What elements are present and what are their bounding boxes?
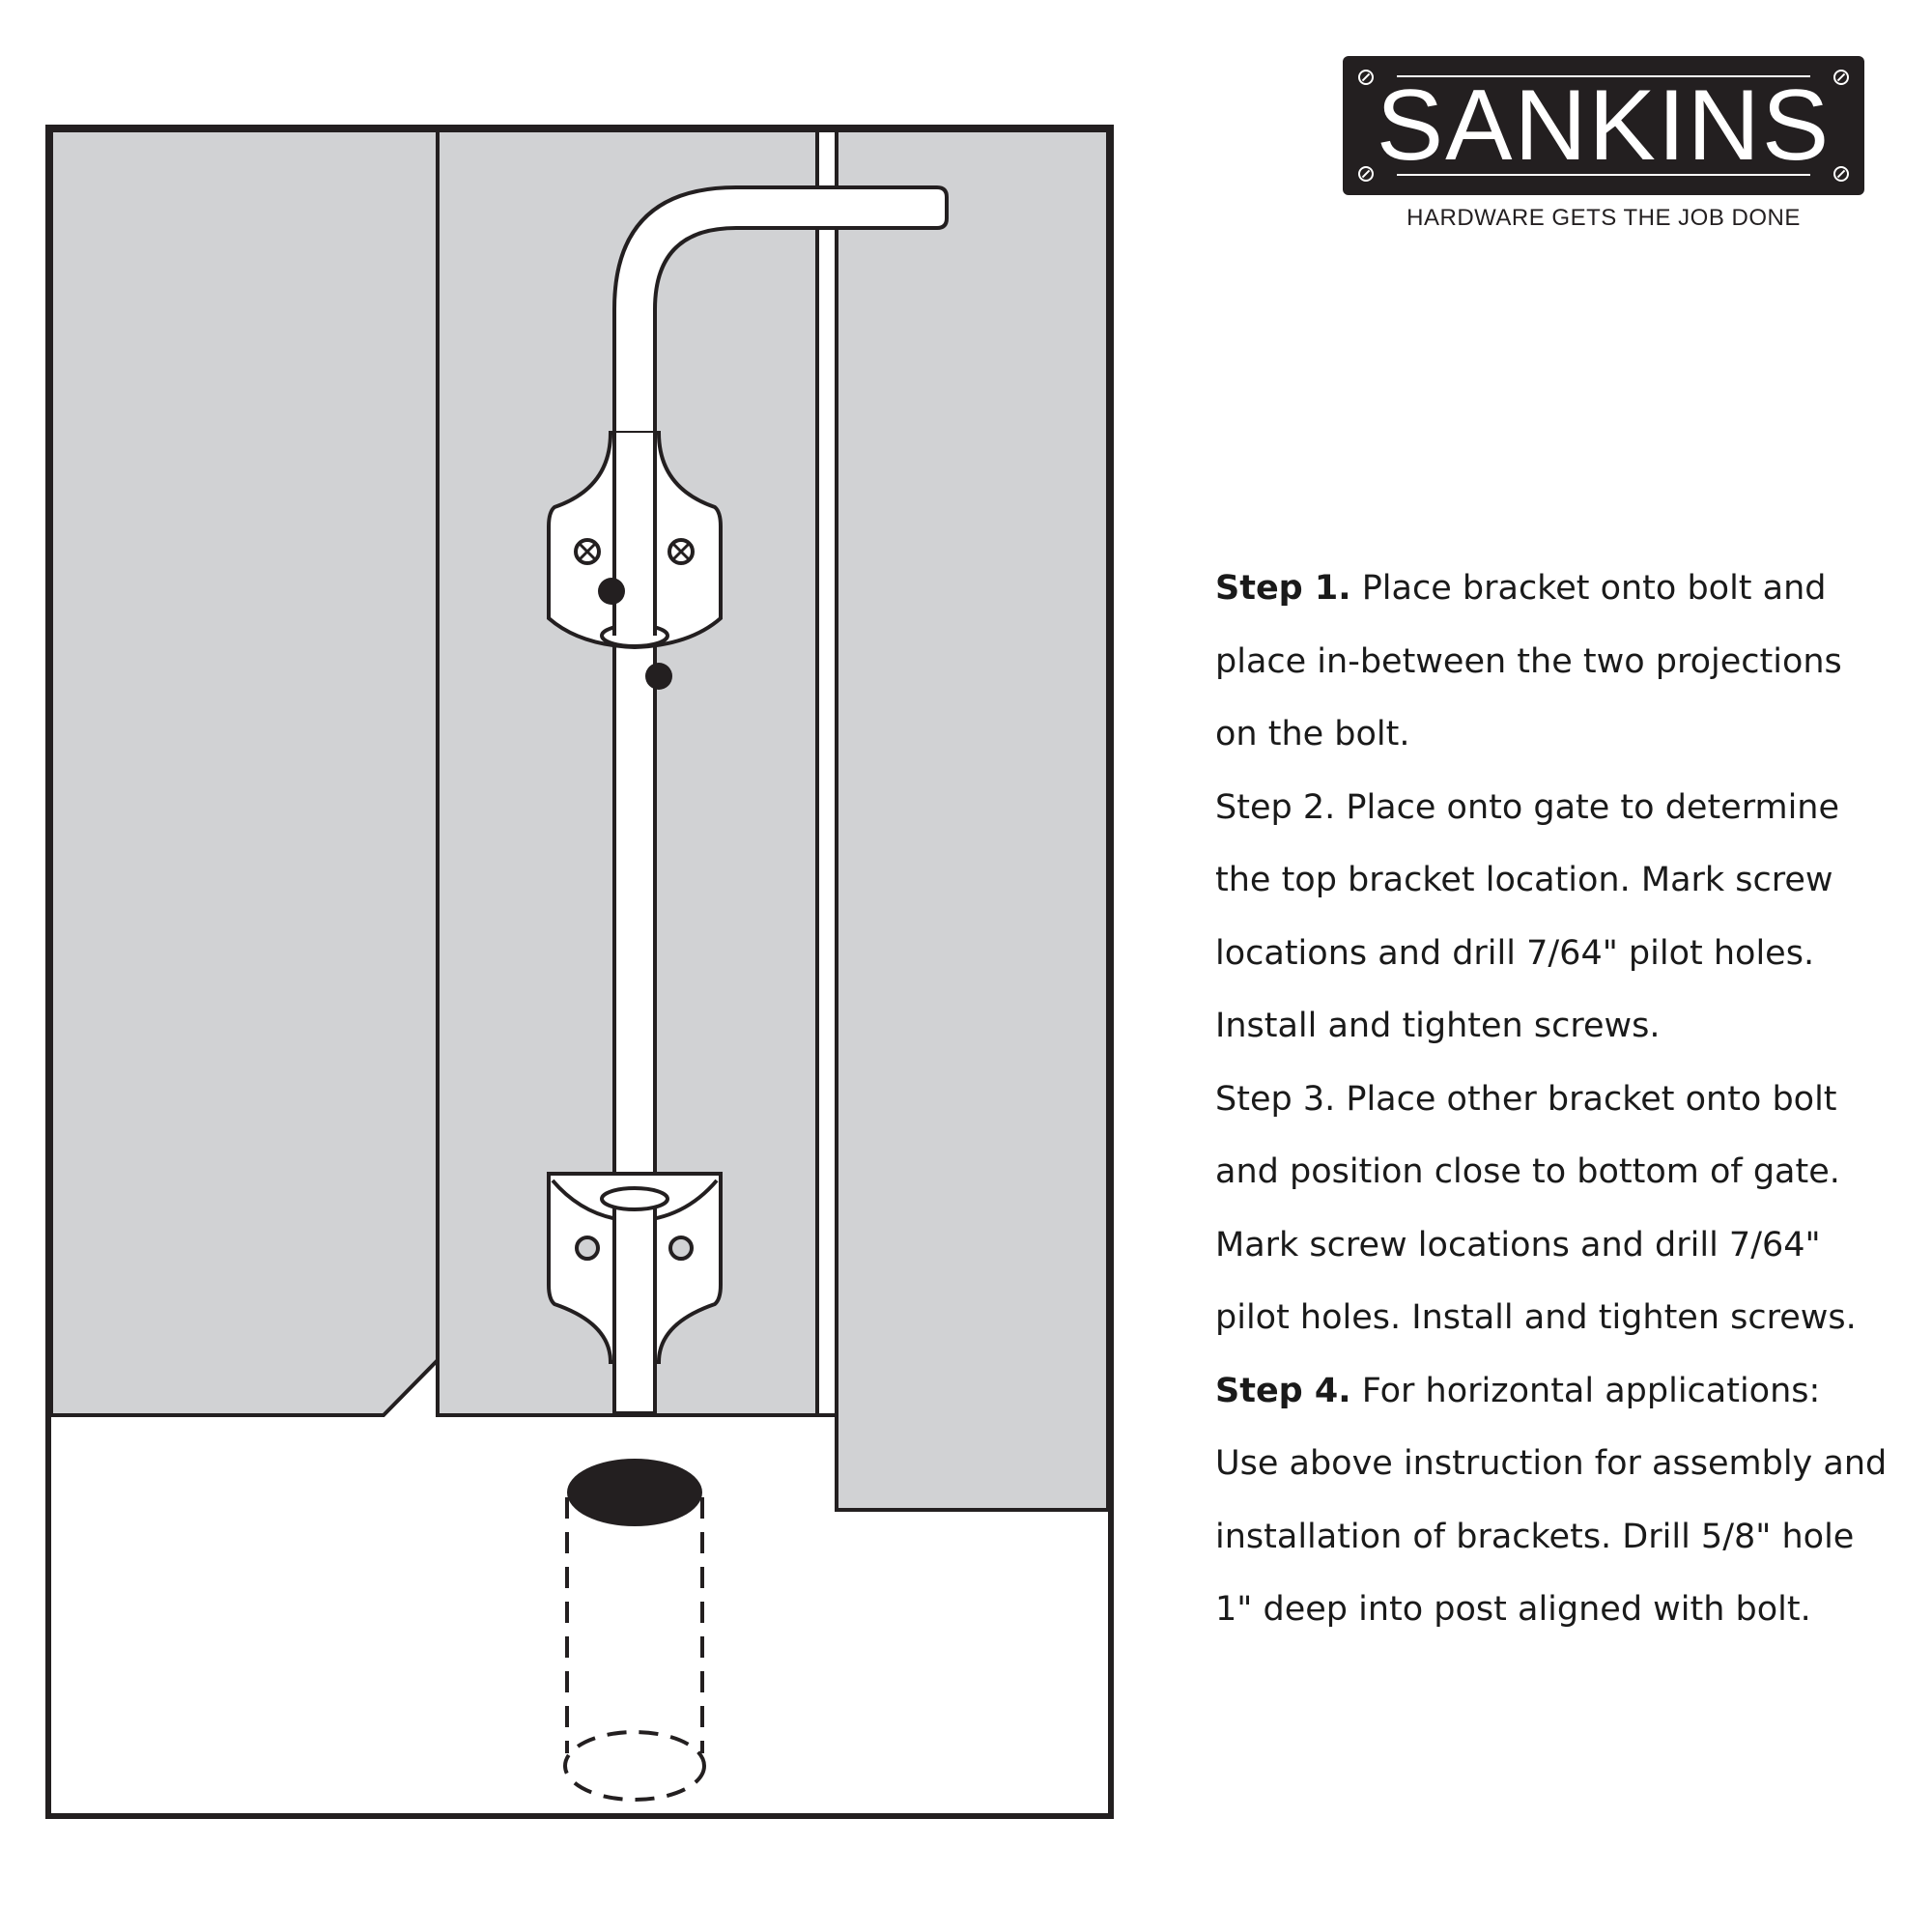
panel-gap xyxy=(815,128,838,1417)
step-3-label: Step 3. xyxy=(1215,1079,1336,1119)
bottom-bracket-hole-right xyxy=(668,1236,694,1261)
step-1-label: Step 1. xyxy=(1215,569,1351,608)
step-4-text: For horizontal applications: Use above i… xyxy=(1215,1371,1888,1630)
brand-tagline: HARDWARE GETS THE JOB DONE xyxy=(1406,205,1801,231)
logo-screw-icon xyxy=(1833,70,1849,85)
brand-logo: SANKINS xyxy=(1343,56,1864,195)
step-2-text: Place onto gate to determine the top bra… xyxy=(1215,787,1840,1046)
bolt-projection-upper xyxy=(598,578,625,605)
post-hole-top xyxy=(567,1459,702,1526)
step-4-label: Step 4. xyxy=(1215,1371,1351,1410)
step-3: Step 3. Place other bracket onto bolt an… xyxy=(1215,1064,1891,1355)
bolt-projection-lower xyxy=(645,663,672,690)
left-gate-panel xyxy=(49,128,440,1417)
bottom-bracket-sleeve xyxy=(600,1186,669,1211)
logo-screw-icon xyxy=(1358,70,1374,85)
bottom-bracket-hole-left xyxy=(575,1236,600,1261)
step-1: Step 1. Place bracket onto bolt and plac… xyxy=(1215,553,1891,772)
top-bracket-screw-right xyxy=(668,538,695,565)
step-3-text: Place other bracket onto bolt and positi… xyxy=(1215,1079,1857,1338)
step-1-text: Place bracket onto bolt and place in-bet… xyxy=(1215,569,1842,753)
post-hole-bottom xyxy=(563,1730,706,1802)
logo-screw-icon xyxy=(1833,166,1849,182)
brand-name: SANKINS xyxy=(1376,70,1832,182)
top-bracket-screw-left xyxy=(574,538,601,565)
instruction-steps: Step 1. Place bracket onto bolt and plac… xyxy=(1215,553,1891,1647)
gate-post xyxy=(835,128,1110,1512)
step-4: Step 4. For horizontal applications: Use… xyxy=(1215,1355,1891,1647)
step-2-label: Step 2. xyxy=(1215,787,1336,827)
logo-screw-icon xyxy=(1358,166,1374,182)
step-2: Step 2. Place onto gate to determine the… xyxy=(1215,772,1891,1064)
